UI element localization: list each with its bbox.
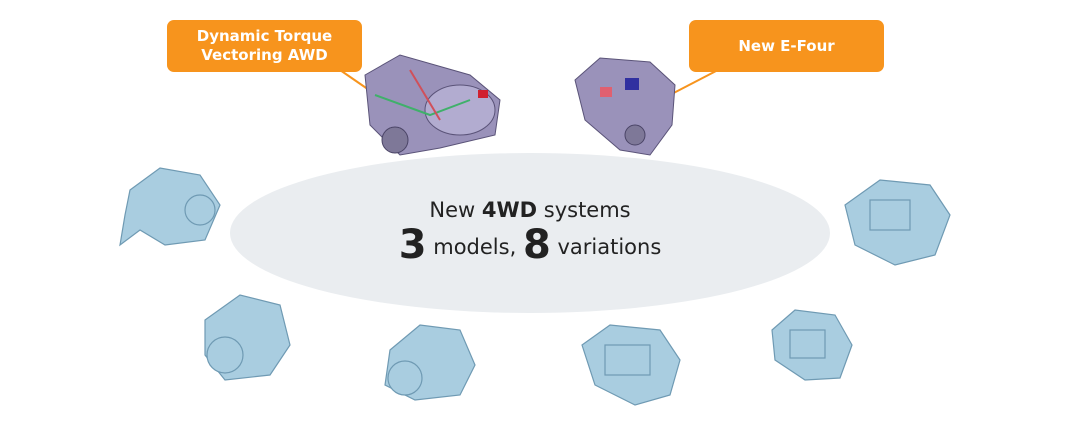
headline-bold: 4WD	[481, 198, 538, 222]
conventional-4wd-units	[119, 167, 951, 406]
models-count: 3	[398, 222, 427, 268]
headline-new-4wd-systems: New 4WD systems	[330, 198, 730, 222]
transfer-unit-image-2	[844, 179, 951, 266]
callout-right-label: New E-Four	[738, 36, 835, 55]
headline-suffix: systems	[537, 198, 631, 222]
variations-label: variations	[550, 235, 662, 259]
models-label: models,	[426, 235, 523, 259]
callout-left-line1: Dynamic Torque	[196, 27, 333, 45]
transfer-unit-image-3	[204, 294, 291, 381]
transfer-unit-image-6	[771, 309, 853, 381]
headline-prefix: New	[429, 198, 482, 222]
new-e-four-unit-image	[574, 57, 676, 156]
callout-new-e-four: New E-Four	[689, 20, 884, 72]
transfer-unit-image-4	[384, 324, 476, 401]
transfer-unit-image-5	[581, 324, 681, 406]
variations-count: 8	[522, 222, 551, 268]
dynamic-torque-vectoring-unit-image	[364, 54, 501, 156]
transfer-unit-image-1	[119, 167, 221, 247]
headline-models-variations: 3 models, 8 variations	[330, 222, 730, 268]
callout-left-line2: Vectoring AWD	[201, 46, 328, 64]
center-ellipse	[230, 153, 830, 313]
